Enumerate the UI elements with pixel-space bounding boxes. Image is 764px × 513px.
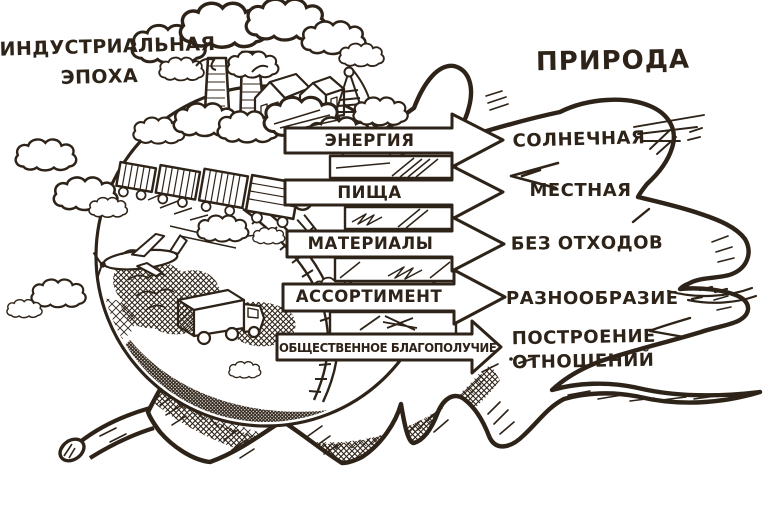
scribble-arrow-solar xyxy=(633,114,705,155)
industrial-era-line1: ИНДУСТРИАЛЬНАЯ xyxy=(0,32,216,61)
band-2 xyxy=(343,205,458,231)
flow-arrows xyxy=(275,112,507,375)
arrow-label-food: ПИЩА xyxy=(337,183,402,202)
nature-label-no-waste: БЕЗ ОТХОДОВ xyxy=(510,232,664,255)
smoke-clouds xyxy=(6,0,455,379)
band-4 xyxy=(328,310,458,336)
nature-label-solar: СОЛНЕЧНАЯ xyxy=(512,127,646,152)
arrow-materials xyxy=(285,215,506,273)
arrow-energy xyxy=(283,112,505,169)
leaf-stem xyxy=(58,405,155,463)
nature-label-local: МЕСТНАЯ xyxy=(529,180,632,201)
arrow-label-materials: МАТЕРИАЛЫ xyxy=(307,234,434,253)
annotation-marks xyxy=(509,114,758,364)
cargo-truck xyxy=(176,288,266,346)
band-3 xyxy=(333,256,458,283)
tip-dashes xyxy=(518,358,533,364)
shadow-hatch-outer xyxy=(148,310,500,464)
arrow-welfare xyxy=(275,319,503,375)
oak-leaf xyxy=(58,66,760,465)
airplane xyxy=(92,232,188,279)
dash-local xyxy=(631,207,651,224)
arrow-label-energy: ЭНЕРГИЯ xyxy=(324,131,415,150)
arrow-assortment xyxy=(281,268,507,326)
industrial-era-title: ИНДУСТРИАЛЬНАЯ ЭПОХА xyxy=(0,29,216,94)
industrial-era-line2: ЭПОХА xyxy=(60,64,139,90)
arrow-label-assortment: АССОРТИМЕНТ xyxy=(295,287,443,306)
wave-diversity xyxy=(666,285,758,304)
arrow-label-welfare: ОБЩЕСТВЕННОЕ БЛАГОПОЛУЧИЕ xyxy=(279,340,497,355)
nature-label-diversity: РАЗНООБРАЗИЕ xyxy=(506,288,679,309)
flow-bands xyxy=(328,154,458,336)
left-chevron xyxy=(509,161,560,190)
arrow-food xyxy=(283,164,505,221)
scribble-arrow-relations xyxy=(648,316,692,339)
nature-title: ПРИРОДА xyxy=(535,44,691,78)
band-1 xyxy=(328,154,458,180)
nature-label-relations: ПОСТРОЕНИЕ ОТНОШЕНИЙ xyxy=(511,325,657,374)
